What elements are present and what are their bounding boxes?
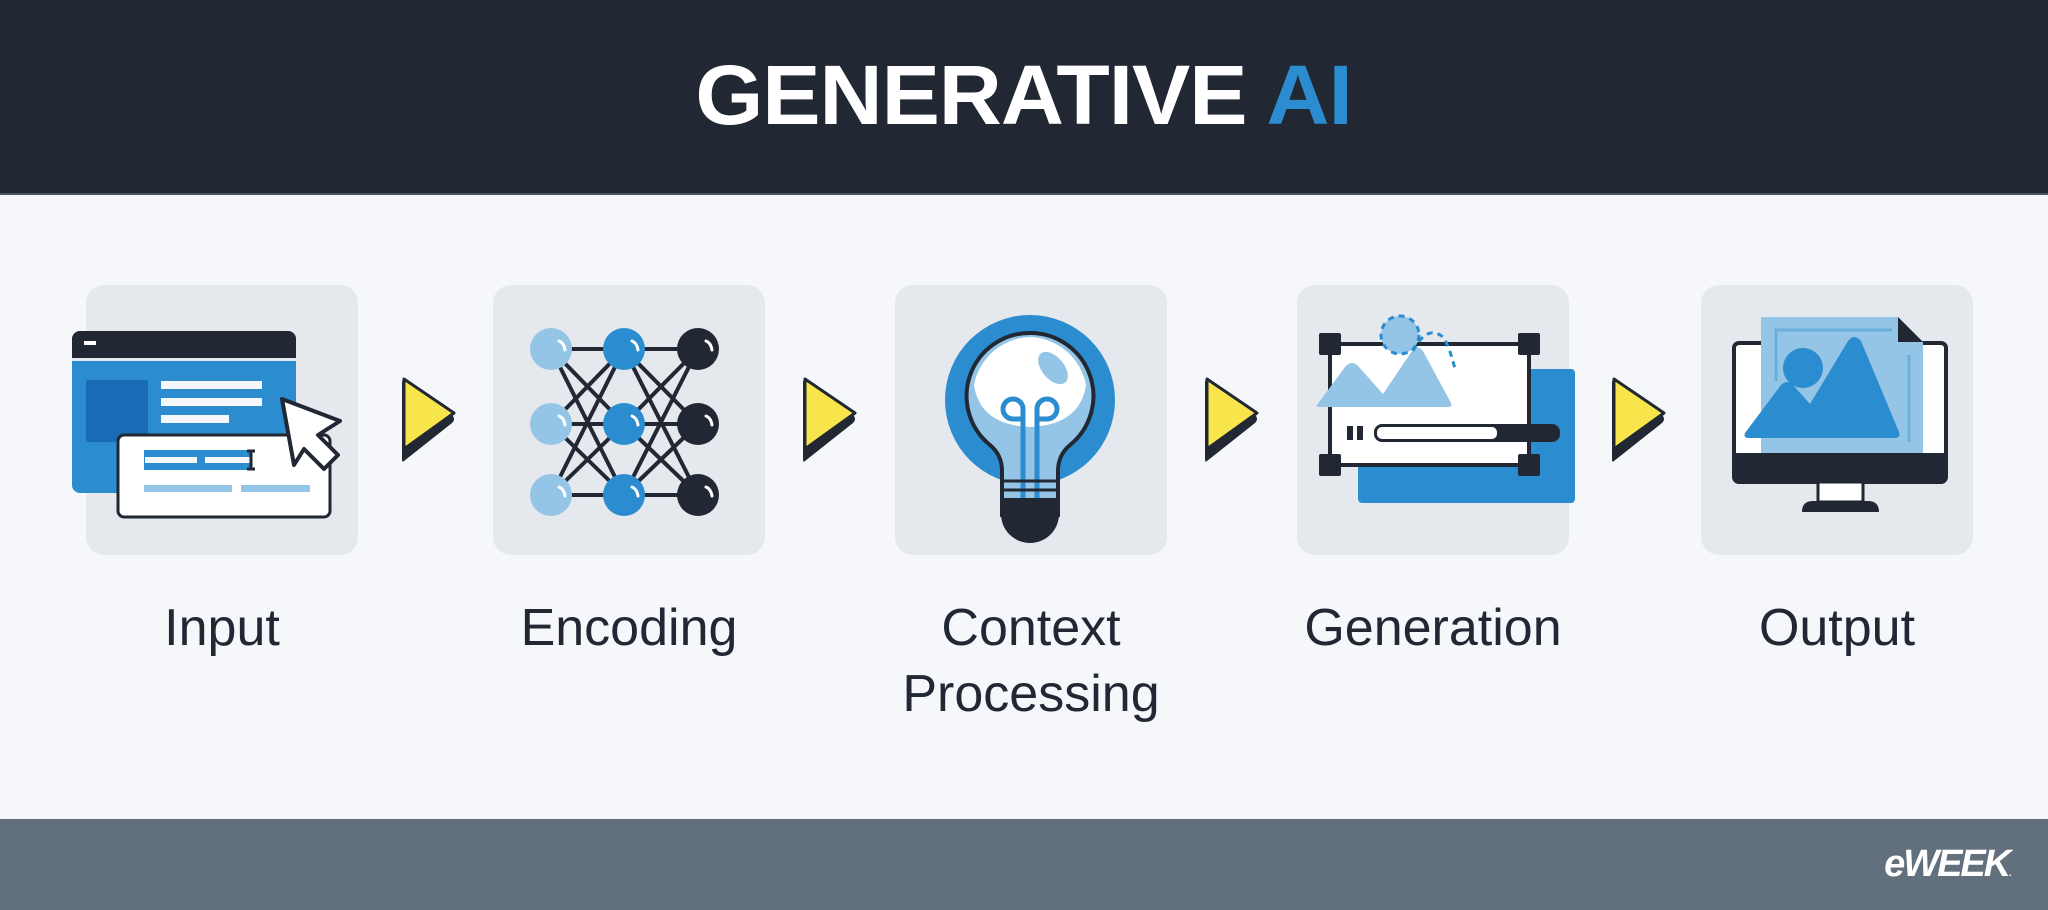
tile-output	[1701, 285, 1973, 555]
step-label-context-processing: Context Processing	[835, 595, 1227, 727]
yellow-play-arrow-icon	[803, 377, 857, 462]
tile-context-processing	[895, 285, 1167, 555]
monitor-image-icon	[1732, 317, 1948, 512]
tile-generation	[1297, 285, 1575, 555]
yellow-play-arrow-icon	[1612, 377, 1666, 462]
tile-input	[72, 285, 358, 555]
header-banner: GENERATIVE AI	[0, 0, 2048, 195]
title-main: GENERATIVE	[695, 47, 1248, 142]
label-line-2: Processing	[902, 665, 1160, 723]
footer-bar: eWEEK.	[0, 819, 2048, 910]
title-accent: AI	[1266, 47, 1353, 142]
logo-text: eWEEK	[1884, 843, 2011, 885]
logo-mark: .	[2009, 868, 2012, 879]
yellow-play-arrow-icon	[402, 377, 456, 462]
page-title: GENERATIVE AI	[696, 53, 1353, 137]
lightbulb-icon	[945, 315, 1115, 543]
step-label-generation: Generation	[1304, 599, 1562, 657]
tile-encoding	[493, 285, 765, 555]
image-editor-icon	[1316, 314, 1575, 503]
eweek-logo: eWEEK.	[1884, 843, 2012, 886]
step-label-output: Output	[1758, 599, 1916, 657]
step-label-encoding: Encoding	[520, 599, 738, 657]
process-flow: Input	[0, 197, 2048, 819]
step-label-input: Input	[164, 599, 280, 657]
yellow-play-arrow-icon	[1205, 377, 1259, 462]
label-line-1: Context	[941, 599, 1121, 657]
neural-network-icon	[530, 328, 719, 516]
browser-form-cursor-icon	[72, 331, 342, 519]
